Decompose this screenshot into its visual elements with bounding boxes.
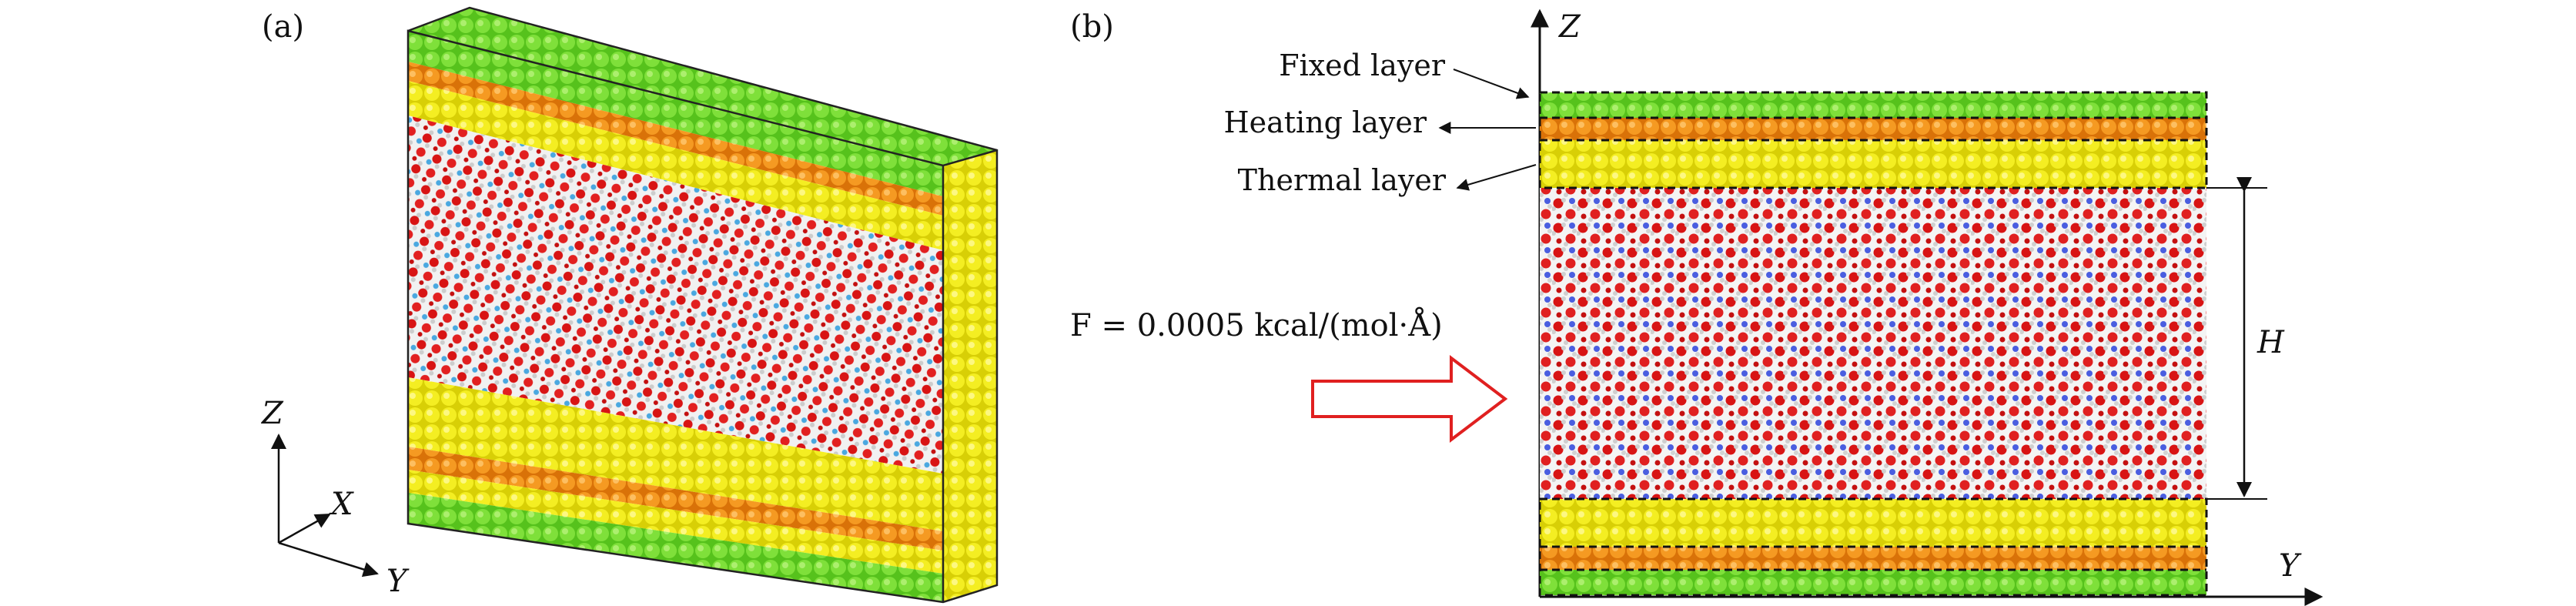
axis-x-label-a: X <box>329 487 354 522</box>
panel-b-label: (b) <box>1070 9 1114 45</box>
panel-a-axes: Z X Y <box>260 396 410 599</box>
slab-front-thermal-top <box>408 81 943 250</box>
slab-front-heating-bottom <box>408 447 943 551</box>
slab-front-fixed-bottom <box>408 493 943 602</box>
axis-y-label-a: Y <box>386 564 410 599</box>
slab-front-fixed-top <box>408 31 943 196</box>
layer-thermal-bottom <box>1540 499 2206 547</box>
panel-a-label: (a) <box>262 9 304 45</box>
height-label: H <box>2257 325 2285 360</box>
slab-front-thermal-bottom <box>408 377 943 531</box>
axis-z-label-b: Z <box>1557 9 1581 45</box>
height-dimension: H <box>2206 177 2285 500</box>
force-arrow <box>1311 354 1508 444</box>
slab-front-heating-top <box>408 62 943 216</box>
layer-thermal-top <box>1540 140 2206 188</box>
slab-front-water <box>408 116 943 474</box>
slab-right-face <box>943 150 997 602</box>
layer-annotations: Fixed layer Heating layer Thermal layer <box>1223 49 1537 197</box>
panel-a-slab <box>406 6 999 604</box>
axis-y-label-b: Y <box>2279 548 2302 584</box>
force-label: F = 0.0005 kcal/(mol·Å) <box>1070 307 1443 343</box>
layer-fixed-top <box>1540 92 2206 118</box>
layer-heating-bottom <box>1540 547 2206 570</box>
slab-front-thermal-bottom-2 <box>408 470 943 574</box>
panel-b-slab <box>1538 91 2208 597</box>
heating-layer-label: Heating layer <box>1223 105 1427 139</box>
water-region <box>1540 188 2206 499</box>
axis-z-label-a: Z <box>260 396 284 431</box>
layer-fixed-bottom <box>1540 570 2206 595</box>
fixed-layer-label: Fixed layer <box>1279 49 1446 82</box>
layer-heating-top <box>1540 118 2206 140</box>
slab-top-face <box>408 8 997 166</box>
thermal-layer-label: Thermal layer <box>1238 163 1447 197</box>
